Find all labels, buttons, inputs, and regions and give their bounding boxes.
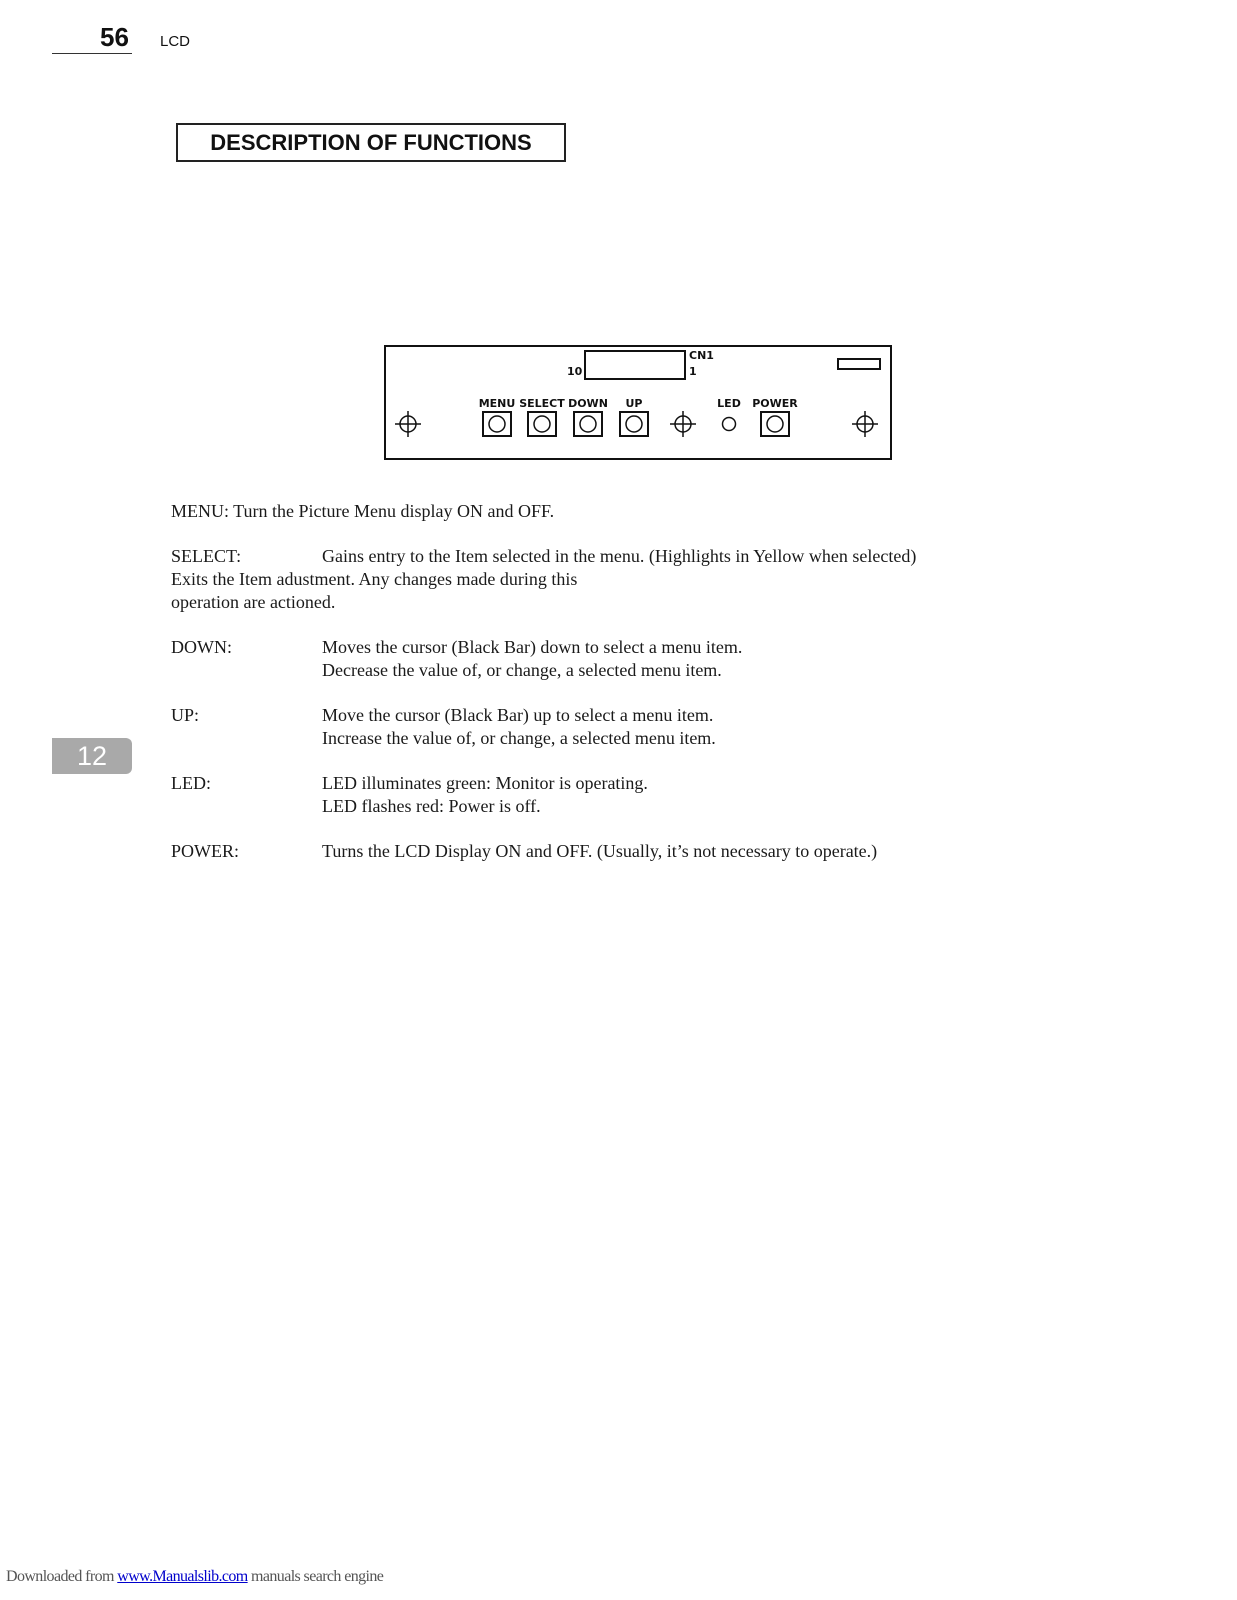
page-title: DESCRIPTION OF FUNCTIONS bbox=[176, 123, 566, 162]
desc-led-line2: LED flashes red: Power is off. bbox=[322, 796, 541, 816]
desc-led-line1: LED illuminates green: Monitor is operat… bbox=[322, 773, 648, 793]
desc-down-line1: Moves the cursor (Black Bar) down to sel… bbox=[322, 637, 743, 657]
select-button-label: SELECT bbox=[519, 397, 565, 410]
chapter-tab: 12 bbox=[52, 738, 132, 774]
desc-up-line2: Increase the value of, or change, a sele… bbox=[322, 728, 716, 748]
menu-button-label: MENU bbox=[479, 397, 516, 410]
page-number: 56 bbox=[100, 22, 129, 52]
mount-hole-left-icon bbox=[395, 411, 421, 437]
up-button[interactable] bbox=[619, 411, 649, 437]
footer-prefix: Downloaded from bbox=[6, 1568, 118, 1585]
desc-up-term: UP: bbox=[171, 705, 200, 725]
led-indicator bbox=[721, 416, 737, 432]
desc-led-term: LED: bbox=[171, 773, 211, 793]
board-slot bbox=[837, 358, 881, 370]
menu-button[interactable] bbox=[482, 411, 512, 437]
power-button[interactable] bbox=[760, 411, 790, 437]
pin-left-label: 10 bbox=[567, 365, 583, 378]
footer-link[interactable]: www.Manualslib.com bbox=[117, 1568, 248, 1585]
control-panel-diagram: CN1 10 1 MENU SELECT DOWN UP LED bbox=[384, 345, 892, 460]
desc-select-term: SELECT: bbox=[171, 546, 242, 566]
mount-hole-right-icon bbox=[852, 411, 878, 437]
desc-down-line2: Decrease the value of, or change, a sele… bbox=[322, 660, 722, 680]
desc-up-line1: Move the cursor (Black Bar) up to select… bbox=[322, 705, 714, 725]
down-button-label: DOWN bbox=[568, 397, 608, 410]
power-button-label: POWER bbox=[752, 397, 798, 410]
pin-right-label: 1 bbox=[689, 365, 697, 378]
footer-suffix: manuals search engine bbox=[247, 1568, 384, 1585]
section-label: LCD bbox=[160, 33, 191, 50]
select-button[interactable] bbox=[527, 411, 557, 437]
connector-label: CN1 bbox=[689, 349, 714, 362]
desc-select-line3: operation are actioned. bbox=[171, 592, 336, 612]
down-button[interactable] bbox=[573, 411, 603, 437]
led-label: LED bbox=[717, 397, 741, 410]
board-outline bbox=[384, 345, 892, 460]
desc-select-line2: Exits the Item adustment. Any changes ma… bbox=[171, 569, 578, 589]
desc-select-line1: Gains entry to the Item selected in the … bbox=[322, 546, 917, 566]
mount-hole-center-icon bbox=[670, 411, 696, 437]
desc-down-term: DOWN: bbox=[171, 637, 232, 657]
desc-menu-text: MENU: Turn the Picture Menu display ON a… bbox=[171, 501, 555, 521]
up-button-label: UP bbox=[626, 397, 643, 410]
footer: Downloaded from www.Manualslib.com manua… bbox=[6, 1568, 384, 1586]
header-rule bbox=[52, 53, 132, 54]
desc-power-line1: Turns the LCD Display ON and OFF. (Usual… bbox=[322, 841, 878, 861]
connector-cn1 bbox=[584, 350, 686, 380]
desc-power-term: POWER: bbox=[171, 841, 240, 861]
